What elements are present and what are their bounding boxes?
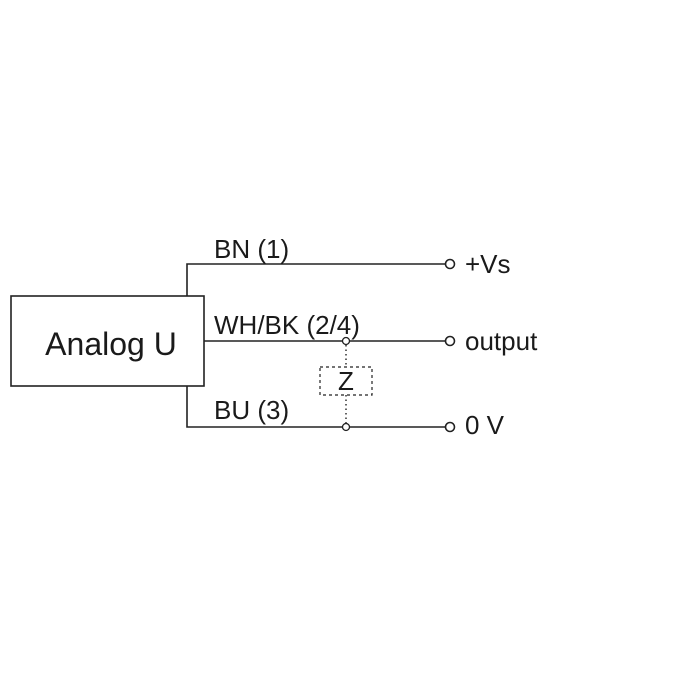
- terminal-vs-label: +Vs: [465, 249, 511, 279]
- terminal-output: [444, 335, 456, 347]
- wire-bu: [186, 386, 446, 428]
- junction-0v: [341, 422, 351, 432]
- wire-bn-label: BN (1): [214, 234, 289, 264]
- wire-bn: [186, 263, 446, 296]
- wire-bu-label: BU (3): [214, 395, 289, 425]
- wire-whbk-label: WH/BK (2/4): [214, 310, 360, 340]
- terminal-0v: [444, 421, 456, 433]
- terminal-output-label: output: [465, 326, 538, 356]
- device-label: Analog U: [45, 326, 177, 362]
- terminal-vs: [444, 258, 456, 270]
- terminal-0v-label: 0 V: [465, 410, 505, 440]
- load-box: [319, 366, 373, 396]
- junction-output: [341, 336, 351, 346]
- load-label: Z: [338, 366, 354, 396]
